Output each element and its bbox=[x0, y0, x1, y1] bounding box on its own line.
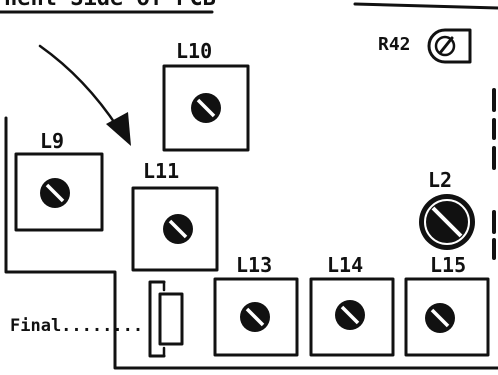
coil-l13-body bbox=[213, 277, 299, 357]
resistor-r42-slot bbox=[438, 36, 454, 55]
coil-l13-slot bbox=[245, 307, 265, 327]
coil-l9[interactable]: L9 bbox=[14, 129, 104, 232]
board-outline-top bbox=[353, 2, 498, 10]
coil-l11[interactable]: L11 bbox=[131, 159, 219, 272]
resistor-r42-adjuster bbox=[434, 35, 456, 57]
final-trimmer-body bbox=[158, 292, 184, 346]
coil-l14[interactable]: L14 bbox=[309, 253, 395, 357]
label-l15: L15 bbox=[430, 253, 466, 277]
label-final: Final........ bbox=[10, 316, 143, 336]
coil-l14-body bbox=[309, 277, 395, 357]
coil-l14-slot bbox=[340, 305, 360, 325]
resistor-r42[interactable]: R42 bbox=[378, 28, 472, 64]
pointer-arrow bbox=[38, 44, 124, 136]
label-l2: L2 bbox=[428, 168, 452, 192]
coil-l15-body bbox=[404, 277, 490, 357]
label-l11: L11 bbox=[143, 159, 179, 183]
board-outline bbox=[4, 116, 498, 370]
coil-l15-slot bbox=[430, 308, 450, 328]
coil-l11-body bbox=[131, 186, 219, 272]
label-l9: L9 bbox=[40, 129, 64, 153]
pointer-arrow-head bbox=[106, 112, 131, 146]
coil-l9-slot bbox=[45, 183, 65, 203]
header-text: nent Side of PCB bbox=[4, 0, 216, 11]
coil-l2[interactable]: L2 bbox=[419, 168, 475, 250]
coil-l13[interactable]: L13 bbox=[213, 253, 299, 357]
coil-l10-body bbox=[162, 64, 250, 152]
final-trimmer-bracket bbox=[148, 280, 166, 358]
label-l13: L13 bbox=[236, 253, 272, 277]
label-r42: R42 bbox=[378, 34, 411, 55]
label-l10: L10 bbox=[176, 39, 212, 63]
coil-l2-slot bbox=[431, 206, 463, 238]
coil-l11-slot bbox=[168, 219, 188, 239]
coil-l15[interactable]: L15 bbox=[404, 253, 490, 357]
resistor-r42-body bbox=[427, 28, 472, 64]
label-l14: L14 bbox=[327, 253, 363, 277]
coil-l10-slot bbox=[196, 98, 216, 118]
coil-l10[interactable]: L10 bbox=[162, 39, 250, 152]
coil-l2-inner-ring bbox=[424, 199, 470, 245]
coil-l9-body bbox=[14, 152, 104, 232]
final-trimmer[interactable] bbox=[148, 280, 184, 358]
